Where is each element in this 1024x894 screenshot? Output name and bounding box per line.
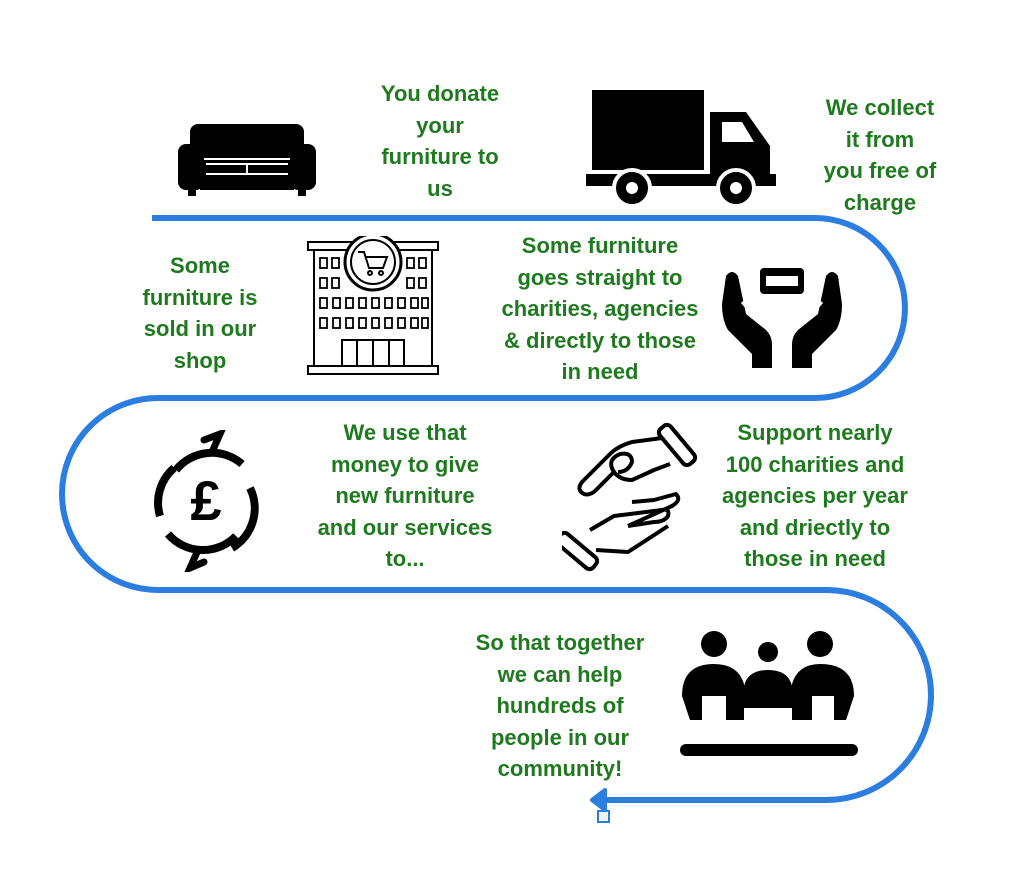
shop-building-icon bbox=[307, 236, 439, 375]
svg-text:£: £ bbox=[190, 469, 221, 532]
giving-hands-icon bbox=[562, 422, 698, 572]
community-people-icon bbox=[680, 631, 858, 756]
truck-icon bbox=[586, 90, 776, 208]
sofa-icon bbox=[178, 124, 316, 196]
pound-cycle-icon: £ bbox=[154, 430, 259, 572]
selection-handle[interactable] bbox=[597, 810, 610, 823]
hands-holding-sofa-icon bbox=[722, 268, 842, 368]
